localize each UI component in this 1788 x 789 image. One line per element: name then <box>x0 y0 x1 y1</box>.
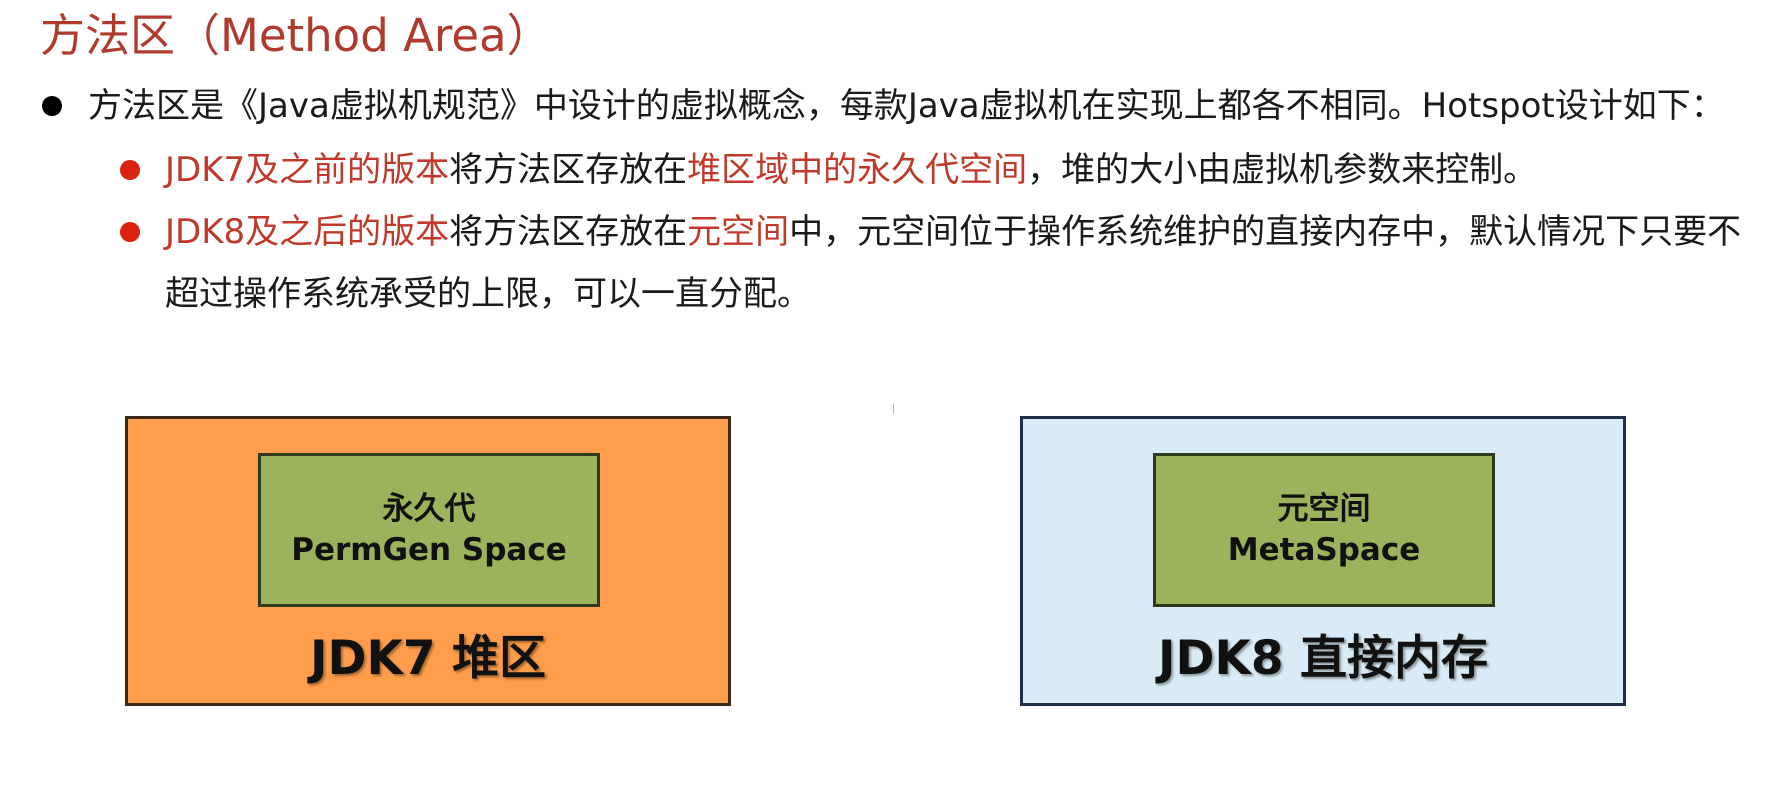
intro-text: 方法区是《Java虚拟机规范》中设计的虚拟概念，每款Java虚拟机在实现上都各不… <box>88 86 1725 126</box>
metaspace-box: 元空间 MetaSpace <box>1153 453 1495 607</box>
permgen-label-en: PermGen Space <box>291 532 567 568</box>
jdk8-direct-memory-label: JDK8 直接内存 <box>1158 631 1488 686</box>
metaspace-label-cn: 元空间 <box>1277 491 1371 527</box>
point-jdk7: JDK7及之前的版本将方法区存放在堆区域中的永久代空间，堆的大小由虚拟机参数来控… <box>165 148 1537 192</box>
point-jdk8-text: 将方法区存放在 <box>449 212 688 252</box>
point-jdk8-version: JDK8及之后的版本 <box>165 212 450 252</box>
metaspace-label-en: MetaSpace <box>1227 532 1421 568</box>
point-jdk8-tail: 中，元空间位于操作系统维护的直接内存中，默认情况下只要不 <box>789 212 1742 252</box>
point-jdk8-continuation: 超过操作系统承受的上限，可以一直分配。 <box>165 274 811 314</box>
jdk7-heap-box: 永久代 PermGen Space JDK7 堆区 <box>125 416 731 706</box>
red-bullet-icon <box>120 160 140 180</box>
point-jdk7-location: 堆区域中的永久代空间 <box>687 150 1028 190</box>
bullet-icon <box>42 96 62 116</box>
red-bullet-icon <box>120 222 140 242</box>
jdk8-direct-memory-box: 元空间 MetaSpace JDK8 直接内存 <box>1020 416 1626 706</box>
jdk7-heap-label: JDK7 堆区 <box>310 631 546 686</box>
permgen-box: 永久代 PermGen Space <box>258 453 600 607</box>
point-jdk8-location: 元空间 <box>687 212 790 252</box>
page-title: 方法区（Method Area） <box>40 9 552 62</box>
point-jdk8: JDK8及之后的版本将方法区存放在元空间中，元空间位于操作系统维护的直接内存中，… <box>165 210 1741 254</box>
point-jdk7-version: JDK7及之前的版本 <box>165 150 450 190</box>
point-jdk7-text: 将方法区存放在 <box>449 150 688 190</box>
point-jdk7-tail: ，堆的大小由虚拟机参数来控制。 <box>1027 150 1538 190</box>
permgen-label-cn: 永久代 <box>382 491 476 527</box>
divider-mark <box>893 404 894 414</box>
